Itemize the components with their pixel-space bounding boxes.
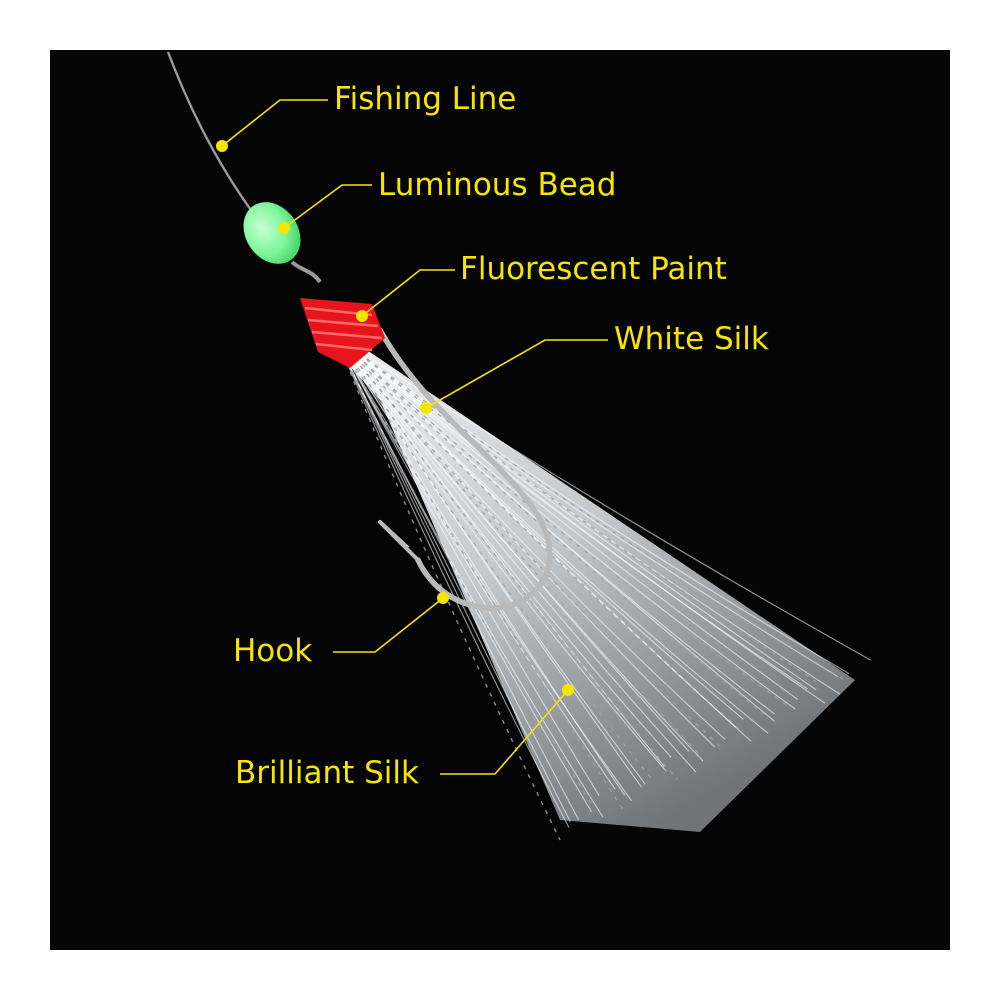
callout-dot-bead <box>278 222 290 234</box>
luminous-bead-shape <box>243 202 301 264</box>
label-brilliant-silk: Brilliant Silk <box>235 755 419 791</box>
silk-strand <box>334 334 839 678</box>
silk-strand <box>334 334 789 707</box>
silk-strand <box>334 334 721 748</box>
callout-dot-brilliant <box>562 684 574 696</box>
silk-strand <box>334 334 570 828</box>
label-white-silk: White Silk <box>614 321 769 357</box>
callout-line-hook <box>333 597 444 653</box>
callout-line-fishing <box>221 99 328 147</box>
white-silk-fan <box>318 330 871 841</box>
callout-line-brilliant <box>440 689 569 775</box>
label-luminous-bead: Luminous Bead <box>378 167 617 203</box>
callout-dot-white-silk <box>420 402 432 414</box>
silk-strand <box>334 334 796 710</box>
callout-dot-hook <box>437 592 449 604</box>
silk-strand <box>334 334 847 682</box>
label-fishing-line: Fishing Line <box>334 81 517 117</box>
silk-strand <box>334 334 871 661</box>
silk-strand <box>334 334 799 701</box>
silk-strand <box>334 334 653 780</box>
silk-strand <box>334 334 769 734</box>
silk-strand <box>334 334 808 690</box>
silk-strand <box>334 334 667 772</box>
callout-line-bead <box>283 184 372 229</box>
callout-line-white-silk <box>425 339 608 409</box>
silk-strand <box>334 334 704 762</box>
silk-strand <box>334 334 594 807</box>
silk-strand <box>334 334 701 756</box>
callout-dot-paint <box>356 310 368 322</box>
swivel-ring <box>290 260 322 284</box>
callout-line-paint <box>361 269 455 317</box>
fishing-line-strand <box>166 51 263 226</box>
callout-dot-fishing <box>216 140 228 152</box>
silk-strand <box>334 334 697 773</box>
silk-strand <box>334 334 643 788</box>
silk-strand <box>334 334 600 797</box>
silk-strand <box>334 334 726 740</box>
callout-lines <box>221 99 608 775</box>
hook-shape <box>377 327 553 611</box>
label-fluorescent-paint: Fluorescent Paint <box>460 251 727 287</box>
silk-strand <box>334 334 826 704</box>
label-hook: Hook <box>233 633 313 669</box>
callout-dots <box>216 140 574 696</box>
silk-strand <box>334 334 678 780</box>
hook-barb <box>378 520 420 562</box>
silk-strand <box>334 334 571 823</box>
